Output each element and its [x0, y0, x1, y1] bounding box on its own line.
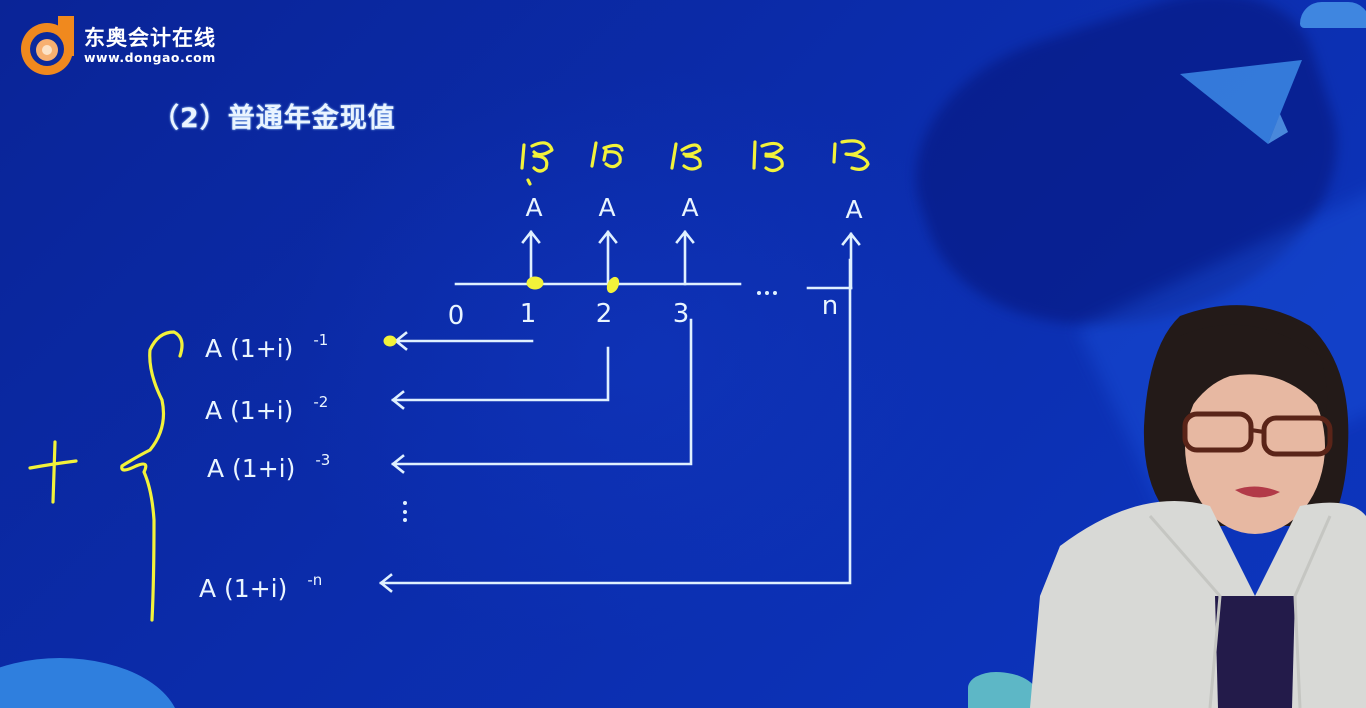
formula-exponent: -2 [313, 393, 329, 411]
formula-base: A (1+i) [199, 574, 288, 603]
formula-base: A (1+i) [205, 396, 294, 425]
brand-logo: 东奥会计在线 www.dongao.com [18, 16, 216, 76]
vertical-ellipsis [403, 501, 407, 522]
slide-title: （2）普通年金现值 [152, 103, 396, 134]
formula-exponent: -1 [313, 331, 329, 349]
timeline-axis [454, 282, 853, 290]
svg-text:A: A [598, 193, 615, 222]
discount-arrows [378, 258, 852, 593]
svg-text:n: n [822, 291, 838, 321]
dongao-logo-icon [21, 16, 74, 75]
cloud-decoration [1300, 2, 1366, 28]
formula-row: A (1+i) -n [199, 571, 323, 603]
svg-text:2: 2 [596, 299, 613, 329]
formula-row: A (1+i) -3 [207, 451, 331, 483]
svg-text:1: 1 [520, 299, 537, 329]
formula-row: A (1+i) -1 [205, 331, 329, 363]
svg-text:A: A [525, 193, 542, 222]
handwritten-annotations [520, 139, 870, 186]
paper-plane-decoration [1180, 60, 1302, 144]
presenter-video [1030, 305, 1366, 708]
brand-url: www.dongao.com [84, 50, 216, 65]
formula-base: A (1+i) [205, 334, 294, 363]
formula-exponent: -n [307, 571, 323, 589]
svg-text:3: 3 [673, 299, 690, 329]
highlight-marks [383, 276, 620, 347]
period-labels: 0 1 2 3 n [448, 291, 839, 331]
svg-text:A: A [681, 193, 698, 222]
svg-text:A: A [845, 195, 862, 224]
formula-base: A (1+i) [207, 454, 296, 483]
brand-name: 东奥会计在线 [84, 26, 216, 50]
payment-arrows [521, 229, 861, 290]
svg-text:0: 0 [448, 301, 465, 331]
formula-row: A (1+i) -2 [205, 393, 329, 425]
formula-exponent: -3 [315, 451, 331, 469]
ellipsis-dots [757, 291, 777, 295]
handwritten-sum-brace [28, 330, 184, 622]
payment-labels: A A A A [525, 193, 862, 224]
